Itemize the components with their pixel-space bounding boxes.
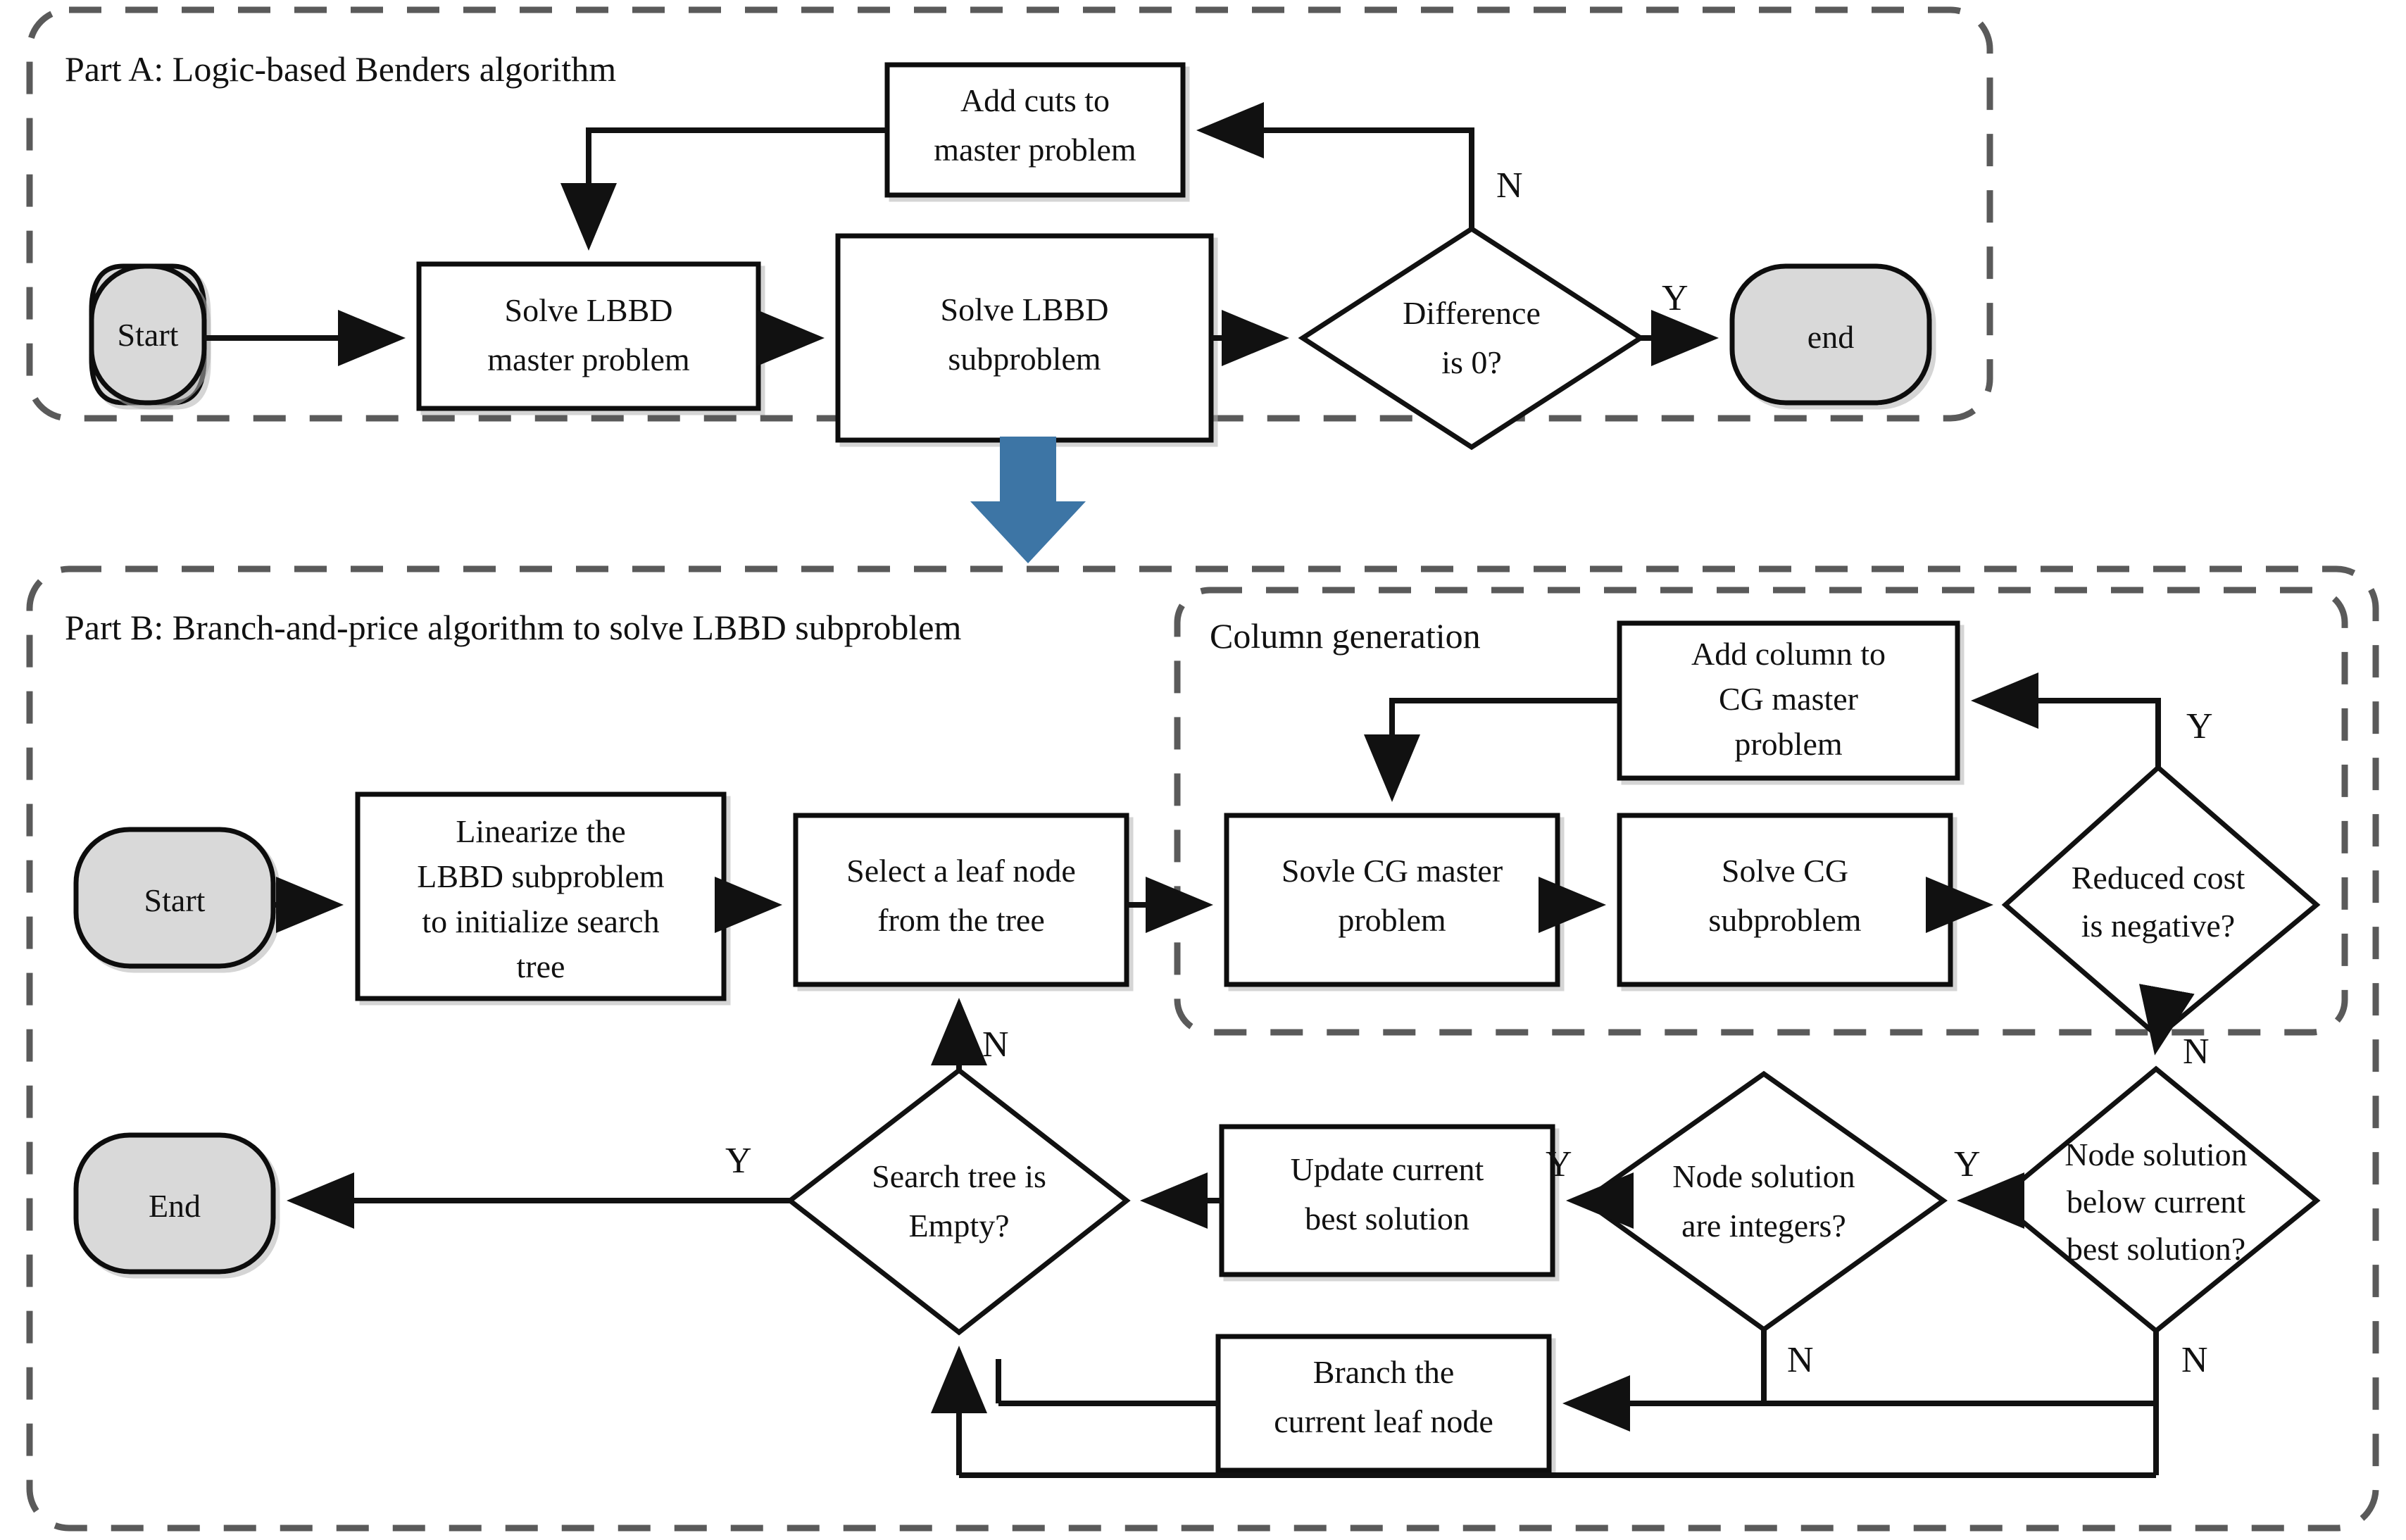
part-a-solve-master-node: Solve LBBD master problem bbox=[416, 261, 761, 411]
part-b-edges bbox=[273, 672, 2195, 1478]
part-b-label: Part B: Branch-and-price algorithm to so… bbox=[65, 608, 961, 647]
part-a-difference-decision: Difference is 0? bbox=[1298, 225, 1646, 451]
part-b-linearize-line1: Linearize the bbox=[456, 813, 625, 849]
column-generation-container: Column generation bbox=[1174, 587, 2348, 1036]
part-a-to-part-b-arrow bbox=[970, 437, 1086, 563]
part-a-edges bbox=[204, 102, 1719, 366]
part-b-node-integers-line1: Node solution bbox=[1672, 1158, 1855, 1194]
part-b-searchempty-no-label: N bbox=[982, 1025, 1009, 1065]
part-a-add-cuts-line1: Add cuts to bbox=[960, 82, 1110, 118]
part-a-end-node: end bbox=[1729, 263, 1932, 406]
part-b-select-leaf-line2: from the tree bbox=[877, 902, 1045, 938]
part-a-start-node: Start bbox=[89, 263, 207, 406]
part-b-cg-master-line2: problem bbox=[1338, 902, 1446, 938]
part-a-solve-master-line1: Solve LBBD bbox=[505, 292, 673, 328]
part-b-node-below-best-line2: below current bbox=[2067, 1184, 2245, 1220]
part-b-container: Part B: Branch-and-price algorithm to so… bbox=[26, 565, 2379, 1532]
edge-reduced-no-to-nodebelow bbox=[2138, 984, 2195, 1056]
part-b-node-below-best-decision: Node solution below current best solutio… bbox=[1993, 1065, 2321, 1334]
part-a-start-label: Start bbox=[118, 317, 179, 353]
part-b-add-column-line2: CG master bbox=[1719, 681, 1858, 717]
edge-add-cuts-to-master bbox=[560, 127, 887, 251]
part-b-add-column-node: Add column to CG master problem bbox=[1617, 620, 1960, 781]
part-b-add-column-line1: Add column to bbox=[1691, 636, 1886, 672]
part-b-update-best-node: Update current best solution bbox=[1219, 1124, 1555, 1277]
part-b-cg-sub-node: Solve CG subproblem bbox=[1617, 813, 1953, 987]
part-b-node-below-best-line3: best solution? bbox=[2067, 1231, 2245, 1267]
part-b-linearize-line4: tree bbox=[517, 949, 565, 984]
part-a-difference-line2: is 0? bbox=[1441, 344, 1502, 380]
part-b-node-integers-line2: are integers? bbox=[1681, 1208, 1846, 1244]
part-b-end-label: End bbox=[149, 1188, 201, 1224]
part-a-difference-line1: Difference bbox=[1403, 295, 1541, 331]
part-b-reduced-cost-line2: is negative? bbox=[2081, 908, 2235, 944]
part-a-add-cuts-node: Add cuts to master problem bbox=[884, 62, 1186, 198]
part-b-update-best-line1: Update current bbox=[1291, 1151, 1484, 1187]
part-b-start-node: Start bbox=[73, 827, 276, 969]
part-b-select-leaf-node: Select a leaf node from the tree bbox=[793, 813, 1129, 987]
part-b-cg-master-line1: Sovle CG master bbox=[1282, 853, 1503, 889]
part-a-solve-sub-line2: subproblem bbox=[948, 341, 1101, 377]
part-b-branch-line1: Branch the bbox=[1313, 1354, 1455, 1390]
part-b-node-integers-decision: Node solution are integers? bbox=[1579, 1070, 1948, 1333]
part-a-end-label: end bbox=[1807, 319, 1854, 355]
part-a-solve-sub-node: Solve LBBD subproblem bbox=[835, 233, 1214, 443]
part-b-update-best-line2: best solution bbox=[1305, 1201, 1470, 1237]
part-b-search-empty-line2: Empty? bbox=[908, 1208, 1009, 1244]
part-b-integers-yes-label: Y bbox=[1546, 1144, 1572, 1184]
part-a-label: Part A: Logic-based Benders algorithm bbox=[65, 49, 616, 89]
part-a-difference-yes-label: Y bbox=[1662, 278, 1688, 318]
part-b-linearize-node: Linearize the LBBD subproblem to initial… bbox=[355, 791, 727, 1001]
edge-difference-no-to-add-cuts bbox=[1196, 102, 1474, 229]
part-b-linearize-line2: LBBD subproblem bbox=[417, 858, 665, 894]
part-a-add-cuts-line2: master problem bbox=[934, 132, 1136, 168]
part-b-reduced-cost-decision: Reduced cost is negative? bbox=[2001, 764, 2321, 1040]
part-b-node-below-best-line1: Node solution bbox=[2064, 1137, 2247, 1172]
part-b-add-column-line3: problem bbox=[1734, 726, 1843, 762]
part-b-reduced-no-label: N bbox=[2183, 1032, 2210, 1072]
part-b-integers-no-label: N bbox=[1787, 1340, 1814, 1380]
part-b-branch-node: Branch the current leaf node bbox=[1215, 1334, 1552, 1473]
part-b-reduced-cost-line1: Reduced cost bbox=[2072, 860, 2245, 896]
edge-reduced-yes-to-addcolumn bbox=[1971, 672, 2161, 768]
part-b-start-label: Start bbox=[144, 882, 206, 918]
part-b-end-node: End bbox=[73, 1132, 276, 1275]
part-b-nodebelow-yes-label: Y bbox=[1954, 1144, 1981, 1184]
part-b-cg-master-node: Sovle CG master problem bbox=[1224, 813, 1560, 987]
part-b-cg-sub-line2: subproblem bbox=[1708, 902, 1861, 938]
edge-integers-no-to-branch bbox=[1577, 1329, 1767, 1406]
part-b-nodebelow-no-label: N bbox=[2181, 1340, 2208, 1380]
part-b-search-empty-decision: Search tree is Empty? bbox=[786, 1067, 1131, 1336]
column-generation-label: Column generation bbox=[1210, 616, 1481, 656]
part-a-solve-sub-line1: Solve LBBD bbox=[941, 292, 1109, 327]
part-b-branch-line2: current leaf node bbox=[1274, 1403, 1493, 1439]
part-b-linearize-line3: to initialize search bbox=[422, 903, 659, 939]
part-b-search-empty-line1: Search tree is bbox=[872, 1158, 1046, 1194]
part-a-difference-no-label: N bbox=[1496, 165, 1523, 206]
part-b-searchempty-yes-label: Y bbox=[725, 1141, 752, 1181]
part-a-solve-master-line2: master problem bbox=[487, 342, 690, 377]
edge-addcolumn-to-cgmaster bbox=[1364, 698, 1619, 802]
part-b-reduced-yes-label: Y bbox=[2186, 706, 2213, 746]
part-b-select-leaf-line1: Select a leaf node bbox=[846, 853, 1076, 889]
part-b-cg-sub-line1: Solve CG bbox=[1722, 853, 1848, 889]
